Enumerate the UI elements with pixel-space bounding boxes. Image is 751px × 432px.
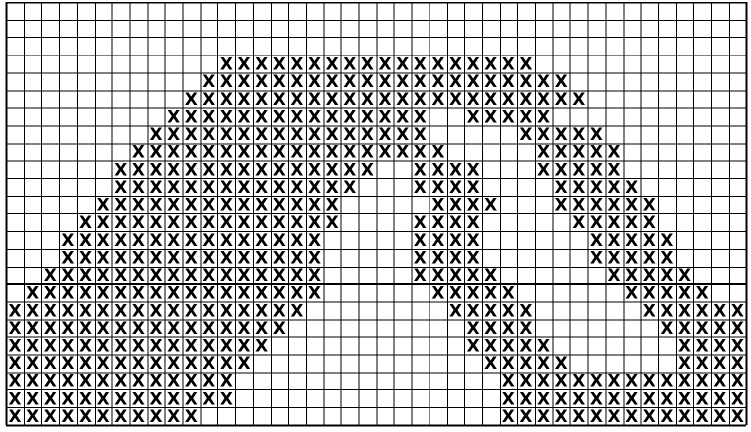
stitch-x-mark: X [9,406,22,426]
stitch-x-mark: X [255,336,268,356]
stitch-x-mark: X [132,406,145,426]
stitch-x-mark: X [537,406,550,426]
stitch-x-mark: X [572,89,585,109]
stitch-x-mark: X [26,406,39,426]
stitch-x-mark: X [149,406,162,426]
cross-stitch-grid: XXXXXXXXXXXXXXXXXXXXXXXXXXXXXXXXXXXXXXXX… [4,2,749,428]
stitch-x-mark: X [643,406,656,426]
stitch-x-mark: X [731,406,744,426]
stitch-x-mark: X [519,124,532,144]
stitch-x-mark: X [343,177,356,197]
stitch-x-mark: X [484,353,497,373]
stitch-x-mark: X [643,300,656,320]
stitch-x-mark: X [625,283,638,303]
stitch-x-mark: X [378,142,391,162]
stitch-x-mark: X [678,406,691,426]
stitch-x-mark: X [396,142,409,162]
stitch-x-mark: X [537,159,550,179]
stitch-x-mark: X [414,265,427,285]
stitch-x-mark: X [44,406,57,426]
stitch-x-mark: X [519,406,532,426]
stitch-x-mark: X [660,318,673,338]
stitch-x-mark: X [449,89,462,109]
stitch-x-mark: X [326,212,339,232]
stitch-x-mark: X [502,106,515,126]
stitch-x-mark: X [713,406,726,426]
stitch-x-mark: X [467,336,480,356]
stitch-x-mark: X [449,300,462,320]
stitch-x-mark: X [484,195,497,215]
stitch-x-mark: X [431,89,444,109]
stitch-x-mark: X [608,406,621,426]
stitch-x-mark: X [97,406,110,426]
stitch-x-mark: X [555,406,568,426]
stitch-x-mark: X [625,406,638,426]
stitch-x-mark: X [167,406,180,426]
stitch-x-mark: X [308,283,321,303]
stitch-x-mark: X [220,388,233,408]
stitch-x-mark: X [555,89,568,109]
stitch-x-mark: X [202,388,215,408]
stitch-x-mark: X [502,406,515,426]
stitch-x-mark: X [185,406,198,426]
stitch-x-mark: X [696,406,709,426]
stitch-x-mark: X [484,106,497,126]
stitch-x-mark: X [431,283,444,303]
stitch-x-mark: X [590,406,603,426]
stitch-x-mark: X [590,247,603,267]
stitch-x-mark: X [61,406,74,426]
stitch-x-mark: X [608,265,621,285]
stitch-x-mark: X [361,159,374,179]
stitch-x-mark: X [414,177,427,197]
stitch-x-mark: X [467,106,480,126]
stitch-x-mark: X [572,212,585,232]
stitch-x-mark: X [238,353,251,373]
stitch-x-mark: X [114,406,127,426]
stitch-x-mark: X [572,406,585,426]
stitch-x-mark: X [273,318,286,338]
stitch-x-mark: X [555,195,568,215]
stitch-x-mark: X [660,406,673,426]
stitch-x-mark: X [290,300,303,320]
stitch-x-mark: X [79,406,92,426]
